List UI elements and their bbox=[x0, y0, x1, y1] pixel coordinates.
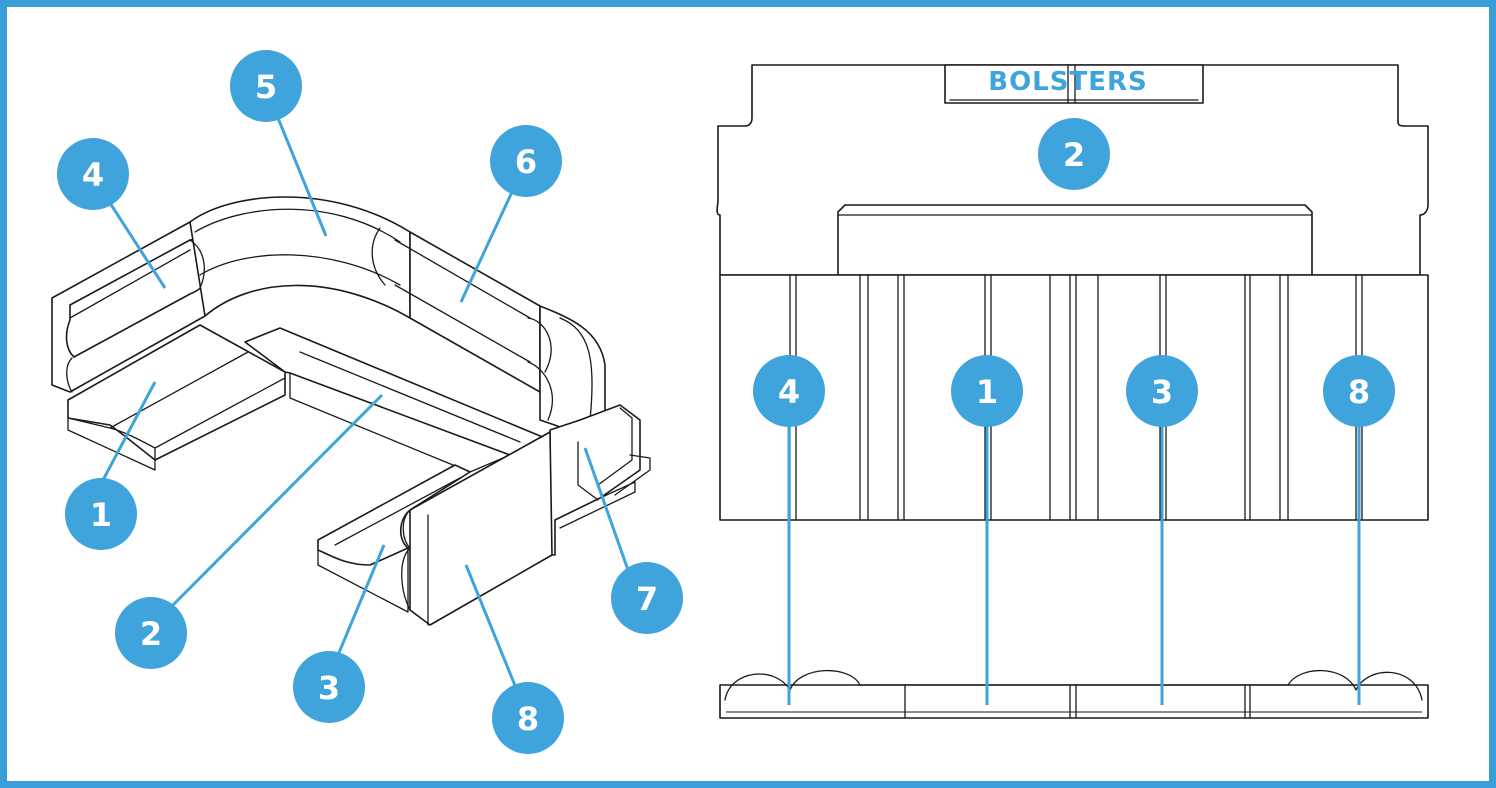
callout-7: 7 bbox=[611, 562, 683, 634]
callout-3: 3 bbox=[293, 651, 365, 723]
svg-text:4: 4 bbox=[778, 373, 800, 411]
top-callout-3: 3 bbox=[1126, 355, 1198, 427]
svg-text:1: 1 bbox=[90, 496, 112, 534]
top-callout-8: 8 bbox=[1323, 355, 1395, 427]
callout-1: 1 bbox=[65, 478, 137, 550]
top-panels-row bbox=[719, 274, 1429, 521]
top-callout-4: 4 bbox=[753, 355, 825, 427]
bolsters-box bbox=[944, 64, 1204, 104]
svg-text:1: 1 bbox=[976, 373, 998, 411]
top-callout-1: 1 bbox=[951, 355, 1023, 427]
back-cushion-5 bbox=[189, 196, 411, 319]
callout-5: 5 bbox=[230, 50, 302, 122]
bolsters-label: BOLSTERS bbox=[988, 67, 1147, 97]
svg-text:3: 3 bbox=[1151, 373, 1173, 411]
svg-text:8: 8 bbox=[517, 700, 539, 738]
svg-text:7: 7 bbox=[636, 580, 658, 618]
seat-cushion-1 bbox=[67, 324, 286, 461]
leader-lines bbox=[100, 117, 1361, 705]
callout-6: 6 bbox=[490, 125, 562, 197]
svg-text:3: 3 bbox=[318, 669, 340, 707]
callout-2: 2 bbox=[115, 597, 187, 669]
svg-text:4: 4 bbox=[82, 156, 104, 194]
callout-4: 4 bbox=[57, 138, 129, 210]
svg-text:2: 2 bbox=[1063, 136, 1085, 174]
bolsters-profile bbox=[719, 669, 1429, 719]
top-callout-2: 2 bbox=[1038, 118, 1110, 190]
svg-text:2: 2 bbox=[140, 615, 162, 653]
svg-text:8: 8 bbox=[1348, 373, 1370, 411]
svg-text:6: 6 bbox=[515, 143, 537, 181]
callout-8: 8 bbox=[492, 682, 564, 754]
end-panel-8 bbox=[409, 431, 553, 626]
svg-text:5: 5 bbox=[255, 68, 277, 106]
isometric-view bbox=[51, 196, 651, 626]
